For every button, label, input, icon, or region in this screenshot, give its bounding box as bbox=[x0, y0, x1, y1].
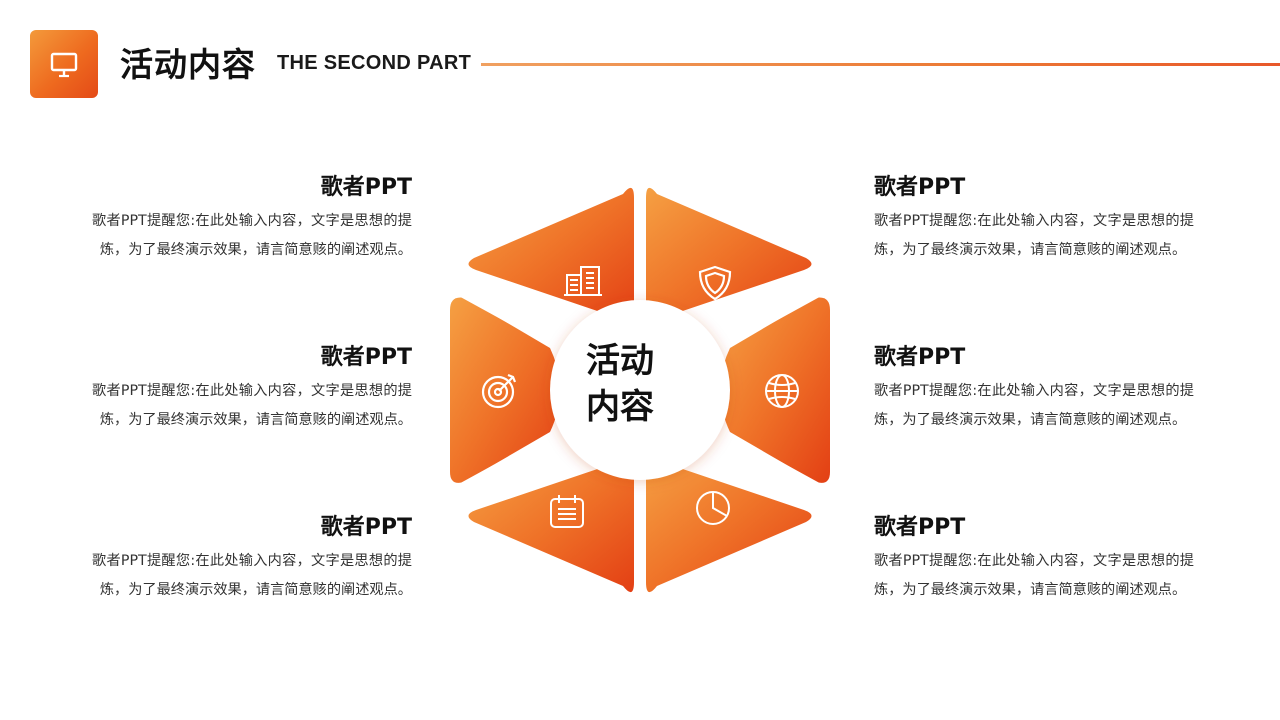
item-title: 歌者PPT bbox=[320, 515, 412, 540]
item-body: 歌者PPT提醒您:在此处输入内容，文字是思想的提炼，为了最终演示效果，请言简意赅… bbox=[92, 213, 412, 258]
item-title: 歌者PPT bbox=[874, 175, 966, 200]
item-title: 歌者PPT bbox=[320, 345, 412, 370]
item-body: 歌者PPT提醒您:在此处输入内容，文字是思想的提炼，为了最终演示效果，请言简意赅… bbox=[92, 553, 412, 598]
right-item-3: 歌者PPT 歌者PPT提醒您:在此处输入内容，文字是思想的提炼，为了最终演示效果… bbox=[874, 513, 1194, 604]
center-label: 活动 内容 bbox=[552, 338, 688, 430]
pie-chart-icon bbox=[696, 491, 730, 525]
item-body: 歌者PPT提醒您:在此处输入内容，文字是思想的提炼，为了最终演示效果，请言简意赅… bbox=[92, 383, 412, 428]
calendar-icon bbox=[550, 495, 584, 528]
building-icon bbox=[564, 266, 602, 296]
center-label-line1: 活动 bbox=[586, 341, 654, 381]
shield-icon bbox=[698, 265, 732, 301]
segment-left bbox=[450, 297, 560, 483]
left-item-1: 歌者PPT 歌者PPT提醒您:在此处输入内容，文字是思想的提炼，为了最终演示效果… bbox=[92, 173, 412, 264]
hexagon-diagram bbox=[440, 170, 840, 610]
item-title: 歌者PPT bbox=[874, 345, 966, 370]
center-circle bbox=[550, 300, 730, 480]
center-label-line2: 内容 bbox=[586, 387, 654, 427]
segment-top-left bbox=[468, 187, 634, 322]
right-item-1: 歌者PPT 歌者PPT提醒您:在此处输入内容，文字是思想的提炼，为了最终演示效果… bbox=[874, 173, 1194, 264]
item-title: 歌者PPT bbox=[874, 515, 966, 540]
page-subtitle: THE SECOND PART bbox=[277, 52, 472, 74]
item-title: 歌者PPT bbox=[320, 175, 412, 200]
left-item-2: 歌者PPT 歌者PPT提醒您:在此处输入内容，文字是思想的提炼，为了最终演示效果… bbox=[92, 343, 412, 434]
item-body: 歌者PPT提醒您:在此处输入内容，文字是思想的提炼，为了最终演示效果，请言简意赅… bbox=[874, 553, 1194, 598]
segment-bottom-right bbox=[646, 458, 812, 593]
right-item-2: 歌者PPT 歌者PPT提醒您:在此处输入内容，文字是思想的提炼，为了最终演示效果… bbox=[874, 343, 1194, 434]
item-body: 歌者PPT提醒您:在此处输入内容，文字是思想的提炼，为了最终演示效果，请言简意赅… bbox=[874, 213, 1194, 258]
target-icon bbox=[481, 373, 517, 409]
header-divider bbox=[481, 63, 1280, 66]
presentation-board-icon bbox=[50, 52, 78, 78]
header-logo bbox=[30, 30, 98, 98]
item-body: 歌者PPT提醒您:在此处输入内容，文字是思想的提炼，为了最终演示效果，请言简意赅… bbox=[874, 383, 1194, 428]
left-item-3: 歌者PPT 歌者PPT提醒您:在此处输入内容，文字是思想的提炼，为了最终演示效果… bbox=[92, 513, 412, 604]
page-title: 活动内容 bbox=[120, 45, 256, 84]
segment-top-right bbox=[646, 187, 812, 322]
globe-icon bbox=[765, 374, 799, 408]
